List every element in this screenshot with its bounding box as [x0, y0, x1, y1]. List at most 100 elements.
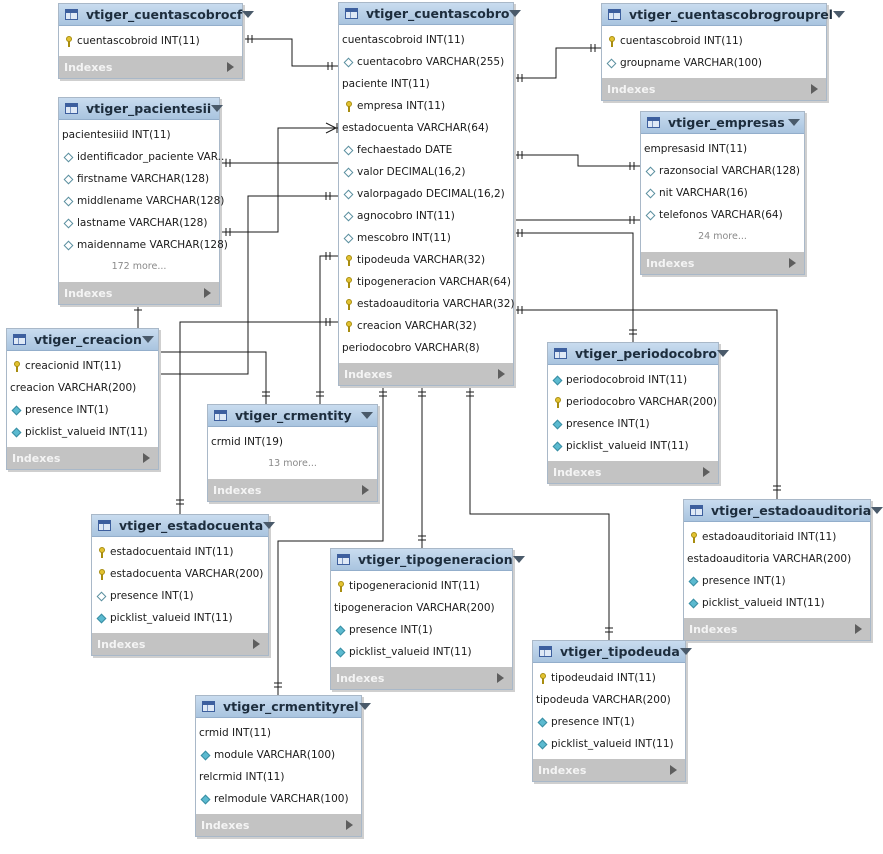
column-row[interactable]: cuentascobroid INT(11)	[602, 30, 826, 52]
column-row[interactable]: tipogeneracion VARCHAR(64)	[339, 271, 513, 293]
table-header[interactable]: vtiger_crmentityrel	[196, 696, 371, 718]
chevron-down-icon[interactable]	[512, 556, 525, 563]
indexes-bar[interactable]: Indexes	[684, 618, 870, 640]
column-row[interactable]: relcrmid INT(11)	[196, 766, 361, 788]
column-row[interactable]: cuentacobro VARCHAR(255)	[339, 51, 513, 73]
column-row[interactable]: tipodeuda VARCHAR(200)	[533, 689, 685, 711]
table-cuentascobrogrouprel[interactable]: vtiger_cuentascobrogrouprel cuentascobroi…	[601, 3, 845, 101]
expand-arrow-icon[interactable]	[498, 369, 505, 379]
column-row[interactable]: groupname VARCHAR(100)	[602, 52, 826, 74]
column-row[interactable]: picklist_valueid INT(11)	[533, 733, 685, 755]
column-row[interactable]: module VARCHAR(100)	[196, 744, 361, 766]
column-row[interactable]: lastname VARCHAR(128)	[59, 212, 219, 234]
column-row[interactable]: estadocuentaid INT(11)	[92, 541, 268, 563]
chevron-down-icon[interactable]	[361, 412, 373, 419]
expand-arrow-icon[interactable]	[227, 62, 234, 72]
indexes-bar[interactable]: Indexes	[548, 461, 718, 483]
expand-arrow-icon[interactable]	[497, 673, 504, 683]
table-tipodeuda[interactable]: vtiger_tipodeuda tipodeudaid INT(11)tipod…	[532, 640, 692, 782]
column-row[interactable]: middlename VARCHAR(128)	[59, 190, 224, 212]
column-row[interactable]: estadoauditoria VARCHAR(200)	[684, 548, 870, 570]
column-row[interactable]: razonsocial VARCHAR(128)	[641, 160, 804, 182]
expand-arrow-icon[interactable]	[703, 467, 710, 477]
indexes-bar[interactable]: Indexes	[331, 667, 512, 689]
column-row[interactable]: pacientesiiid INT(11)	[59, 124, 219, 146]
column-row[interactable]: mescobro INT(11)	[339, 227, 513, 249]
table-header[interactable]: vtiger_tipodeuda	[533, 641, 692, 663]
column-row[interactable]: tipodeudaid INT(11)	[533, 667, 685, 689]
expand-arrow-icon[interactable]	[253, 639, 260, 649]
indexes-bar[interactable]: Indexes	[602, 78, 826, 100]
column-row[interactable]: periodocobro VARCHAR(200)	[548, 391, 718, 413]
table-estadocuenta[interactable]: vtiger_estadocuenta estadocuentaid INT(11…	[91, 514, 276, 656]
more-columns-label[interactable]: 13 more...	[268, 458, 317, 469]
column-row[interactable]: tipogeneracion VARCHAR(200)	[331, 597, 512, 619]
indexes-bar[interactable]: Indexes	[7, 447, 158, 469]
column-row[interactable]: valorpagado DECIMAL(16,2)	[339, 183, 513, 205]
expand-arrow-icon[interactable]	[143, 453, 150, 463]
column-row[interactable]: tipogeneracionid INT(11)	[331, 575, 512, 597]
column-row[interactable]: presence INT(1)	[684, 570, 870, 592]
column-row[interactable]: cuentascobroid INT(11)	[59, 30, 242, 52]
chevron-down-icon[interactable]	[242, 11, 255, 18]
column-row[interactable]: paciente INT(11)	[339, 73, 513, 95]
column-row[interactable]: maidenname VARCHAR(128)	[59, 234, 228, 256]
column-row[interactable]: valor DECIMAL(16,2)	[339, 161, 513, 183]
chevron-down-icon[interactable]	[832, 11, 845, 18]
column-row[interactable]: creacion VARCHAR(32)	[339, 315, 513, 337]
more-columns-label[interactable]: 24 more...	[698, 231, 747, 242]
chevron-down-icon[interactable]	[358, 703, 371, 710]
expand-arrow-icon[interactable]	[346, 820, 353, 830]
column-row[interactable]: estadoauditoria VARCHAR(32)	[339, 293, 515, 315]
column-row[interactable]: cuentascobroid INT(11)	[339, 29, 513, 51]
table-cuentascobrocf[interactable]: vtiger_cuentascobrocf cuentascobroid INT(…	[58, 3, 255, 79]
table-header[interactable]: vtiger_cuentascobrocf	[59, 4, 255, 26]
column-row[interactable]: picklist_valueid INT(11)	[548, 435, 718, 457]
column-row[interactable]: periodocobroid INT(11)	[548, 369, 718, 391]
table-header[interactable]: vtiger_estadocuenta	[92, 515, 276, 537]
table-header[interactable]: vtiger_periodocobro	[548, 343, 729, 365]
table-header[interactable]: vtiger_cuentascobrogrouprel	[602, 4, 845, 26]
column-row[interactable]: tipodeuda VARCHAR(32)	[339, 249, 513, 271]
column-row[interactable]: telefonos VARCHAR(64)	[641, 204, 804, 226]
more-columns-label[interactable]: 172 more...	[111, 261, 167, 272]
indexes-bar[interactable]: Indexes	[339, 363, 513, 385]
column-row[interactable]: presence INT(1)	[331, 619, 512, 641]
column-row[interactable]: fechaestado DATE	[339, 139, 513, 161]
expand-arrow-icon[interactable]	[670, 765, 677, 775]
column-row[interactable]: identificador_paciente VAR...	[59, 146, 228, 168]
column-row[interactable]: firstname VARCHAR(128)	[59, 168, 219, 190]
chevron-down-icon[interactable]	[679, 648, 692, 655]
column-row[interactable]: presence INT(1)	[548, 413, 718, 435]
column-row[interactable]: picklist_valueid INT(11)	[331, 641, 512, 663]
chevron-down-icon[interactable]	[211, 105, 224, 112]
column-row[interactable]: estadocuenta VARCHAR(200)	[92, 563, 268, 585]
indexes-bar[interactable]: Indexes	[641, 252, 804, 274]
chevron-down-icon[interactable]	[263, 522, 276, 529]
chevron-down-icon[interactable]	[509, 10, 522, 17]
table-header[interactable]: vtiger_tipogeneracion	[331, 549, 525, 571]
column-row[interactable]: presence INT(1)	[533, 711, 685, 733]
column-row[interactable]: presence INT(1)	[7, 399, 158, 421]
indexes-bar[interactable]: Indexes	[59, 56, 242, 78]
indexes-bar[interactable]: Indexes	[92, 633, 268, 655]
table-tipogeneracion[interactable]: vtiger_tipogeneracion tipogeneracionid IN…	[330, 548, 525, 690]
indexes-bar[interactable]: Indexes	[196, 814, 361, 836]
expand-arrow-icon[interactable]	[362, 485, 369, 495]
chevron-down-icon[interactable]	[142, 336, 154, 343]
column-row[interactable]: nit VARCHAR(16)	[641, 182, 804, 204]
expand-arrow-icon[interactable]	[789, 258, 796, 268]
column-row[interactable]: periodocobro VARCHAR(8)	[339, 337, 513, 359]
table-header[interactable]: vtiger_estadoauditoria	[684, 500, 883, 522]
column-row[interactable]: creacionid INT(11)	[7, 355, 158, 377]
column-row[interactable]: crmid INT(11)	[196, 722, 361, 744]
indexes-bar[interactable]: Indexes	[533, 759, 685, 781]
table-periodocobro[interactable]: vtiger_periodocobro periodocobroid INT(11…	[547, 342, 729, 484]
column-row[interactable]: relmodule VARCHAR(100)	[196, 788, 361, 810]
